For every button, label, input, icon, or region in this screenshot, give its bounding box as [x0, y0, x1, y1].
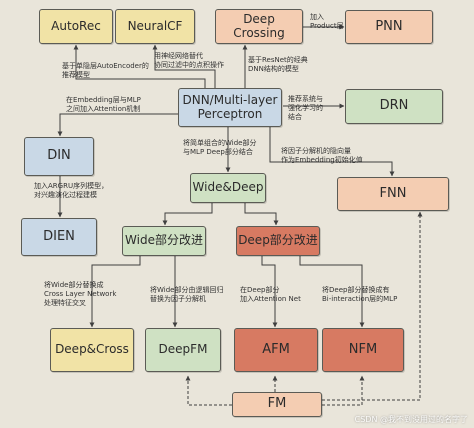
label-din-note: 在Embedding层与MLP 之间加入Attention机制 — [66, 96, 141, 113]
edge-fm-nfm — [322, 375, 365, 406]
edge-dnn-neuralcf — [152, 44, 216, 88]
node-wide-deep: Wide&Deep — [190, 173, 266, 203]
node-dien: DIEN — [21, 218, 97, 256]
label-autorec-note: 基于单隐层AutoEncoder的 推荐模型 — [62, 62, 149, 79]
label-fnn-note: 将因子分解机的隐向量 作为Embedding初始化值 — [281, 147, 363, 164]
edge-deep-nfm — [299, 256, 365, 328]
node-deep-improve: Deep部分改进 — [236, 226, 320, 256]
label-deepfm-note: 将Wide部分由逻辑回归 替换为因子分解机 — [150, 286, 224, 303]
label-deepcross-note: 将Wide部分替换成 Cross Layer Network 处理特征交叉 — [44, 281, 117, 307]
label-dien-note: 加入ARGRU序列模型， 对兴趣演化过程建模 — [34, 182, 109, 199]
node-neuralcf: NeuralCF — [115, 9, 195, 44]
node-nfm: NFM — [322, 328, 404, 372]
node-deep-cross: Deep&Cross — [50, 328, 134, 372]
node-wide-improve: Wide部分改进 — [122, 226, 206, 256]
edge-dnn-din — [57, 113, 178, 137]
node-afm: AFM — [234, 328, 318, 372]
label-widedeep-note: 将简单组合的Wide部分 与MLP Deep部分结合 — [183, 139, 257, 156]
edge-fm-deepfm — [185, 375, 232, 406]
node-deep-crossing: Deep Crossing — [215, 9, 303, 44]
label-deepcrossing-note: 基于ResNet的经典 DNN结构的模型 — [248, 56, 308, 73]
edge-dnn-fnn — [269, 127, 395, 177]
label-drn-note: 推荐系统与 强化学习的 结合 — [288, 95, 323, 121]
edge-wide-deepcross — [89, 256, 141, 328]
edge-deep-afm — [261, 256, 278, 328]
node-fm: FM — [232, 392, 322, 417]
label-neuralcf-note: 用神经网络替代 协同过滤中的点积操作 — [154, 52, 224, 69]
edge-widedeep-wide — [162, 203, 213, 226]
node-drn: DRN — [345, 89, 443, 124]
node-autorec: AutoRec — [39, 9, 113, 44]
node-din: DIN — [24, 137, 94, 176]
label-afm-note: 在Deep部分 加入Attention Net — [240, 286, 301, 303]
watermark: CSDN @我不到没用过的名字了 — [354, 415, 468, 424]
edge-fm-fnn — [322, 211, 423, 401]
node-deepfm: DeepFM — [145, 328, 221, 372]
node-pnn: PNN — [345, 10, 433, 44]
edge-dnn-autorec — [73, 44, 206, 88]
edge-widedeep-deep — [244, 203, 279, 226]
label-nfm-note: 将Deep部分替换成有 Bi-interaction层的MLP — [322, 286, 398, 303]
node-dnn: DNN/Multi-layer Perceptron — [178, 88, 282, 127]
node-fnn: FNN — [337, 177, 449, 211]
label-pnn-note: 加入 Product层 — [310, 13, 344, 30]
